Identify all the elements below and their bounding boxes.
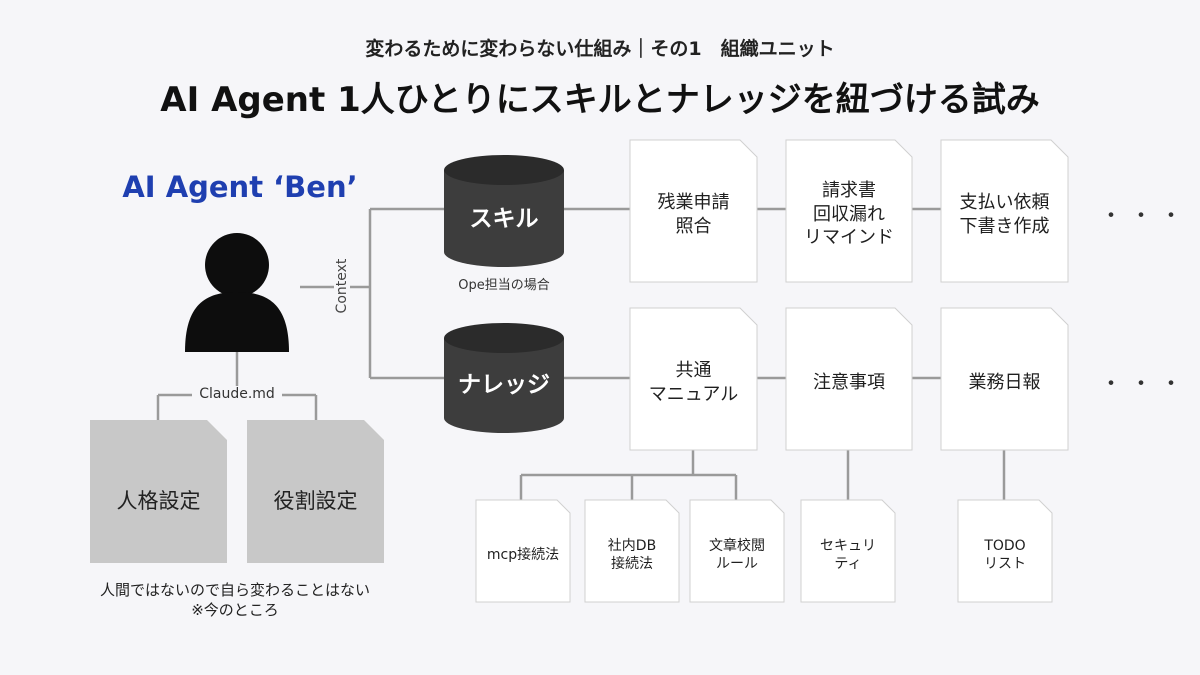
knowledge-doc-common-manual: 共通 マニュアル xyxy=(648,360,739,405)
skill-database-icon xyxy=(444,155,564,267)
sub-doc-mcp: mcp接続法 xyxy=(486,546,560,563)
context-label: Context xyxy=(334,256,350,316)
skill-doc-overtime-check: 残業申請 照合 xyxy=(657,192,730,237)
role-doc-shape xyxy=(247,420,384,563)
sub-doc-proofread-rules: 文章校閲 ルール xyxy=(709,537,765,572)
skill-doc-shapes xyxy=(629,139,1069,283)
skill-label: スキル xyxy=(469,206,539,233)
config-doc-shapes xyxy=(90,420,384,563)
skill-more-dots: ・・・ xyxy=(1100,204,1191,229)
subtitle: 変わるために変わらない仕組み｜その1 組織ユニット xyxy=(365,38,835,60)
sub-doc-todo-list: TODO リスト xyxy=(984,537,1026,572)
sub-doc-internal-db: 社内DB 接続法 xyxy=(607,537,657,572)
role-settings-label: 役割設定 xyxy=(273,488,358,513)
persona-settings-label: 人格設定 xyxy=(116,488,201,513)
knowledge-more-dots: ・・・ xyxy=(1100,372,1191,397)
knowledge-doc-shapes xyxy=(629,307,1069,451)
sub-doc-shapes xyxy=(475,499,1053,603)
knowledge-database-icon xyxy=(444,323,564,433)
sub-doc-security: セキュリ ティ xyxy=(820,537,876,572)
knowledge-doc-daily-report: 業務日報 xyxy=(968,371,1041,393)
skill-doc-invoice-reminder: 請求書 回収漏れ リマインド xyxy=(804,180,894,249)
agent-name: AI Agent ‘Ben’ xyxy=(122,170,358,204)
agent-note: 人間ではないので自ら変わることはない ※今のところ xyxy=(99,581,370,620)
claude-md-label: Claude.md xyxy=(192,386,282,402)
person-icon xyxy=(185,233,289,352)
knowledge-doc-cautions: 注意事項 xyxy=(813,371,885,393)
persona-doc-shape xyxy=(90,420,227,563)
skill-caption: Ope担当の場合 xyxy=(458,278,550,293)
skill-doc-payment-draft: 支払い依頼 下書き作成 xyxy=(959,192,1050,237)
knowledge-label: ナレッジ xyxy=(458,372,550,399)
page-title: AI Agent 1人ひとりにスキルとナレッジを紐づける試み xyxy=(160,80,1040,120)
